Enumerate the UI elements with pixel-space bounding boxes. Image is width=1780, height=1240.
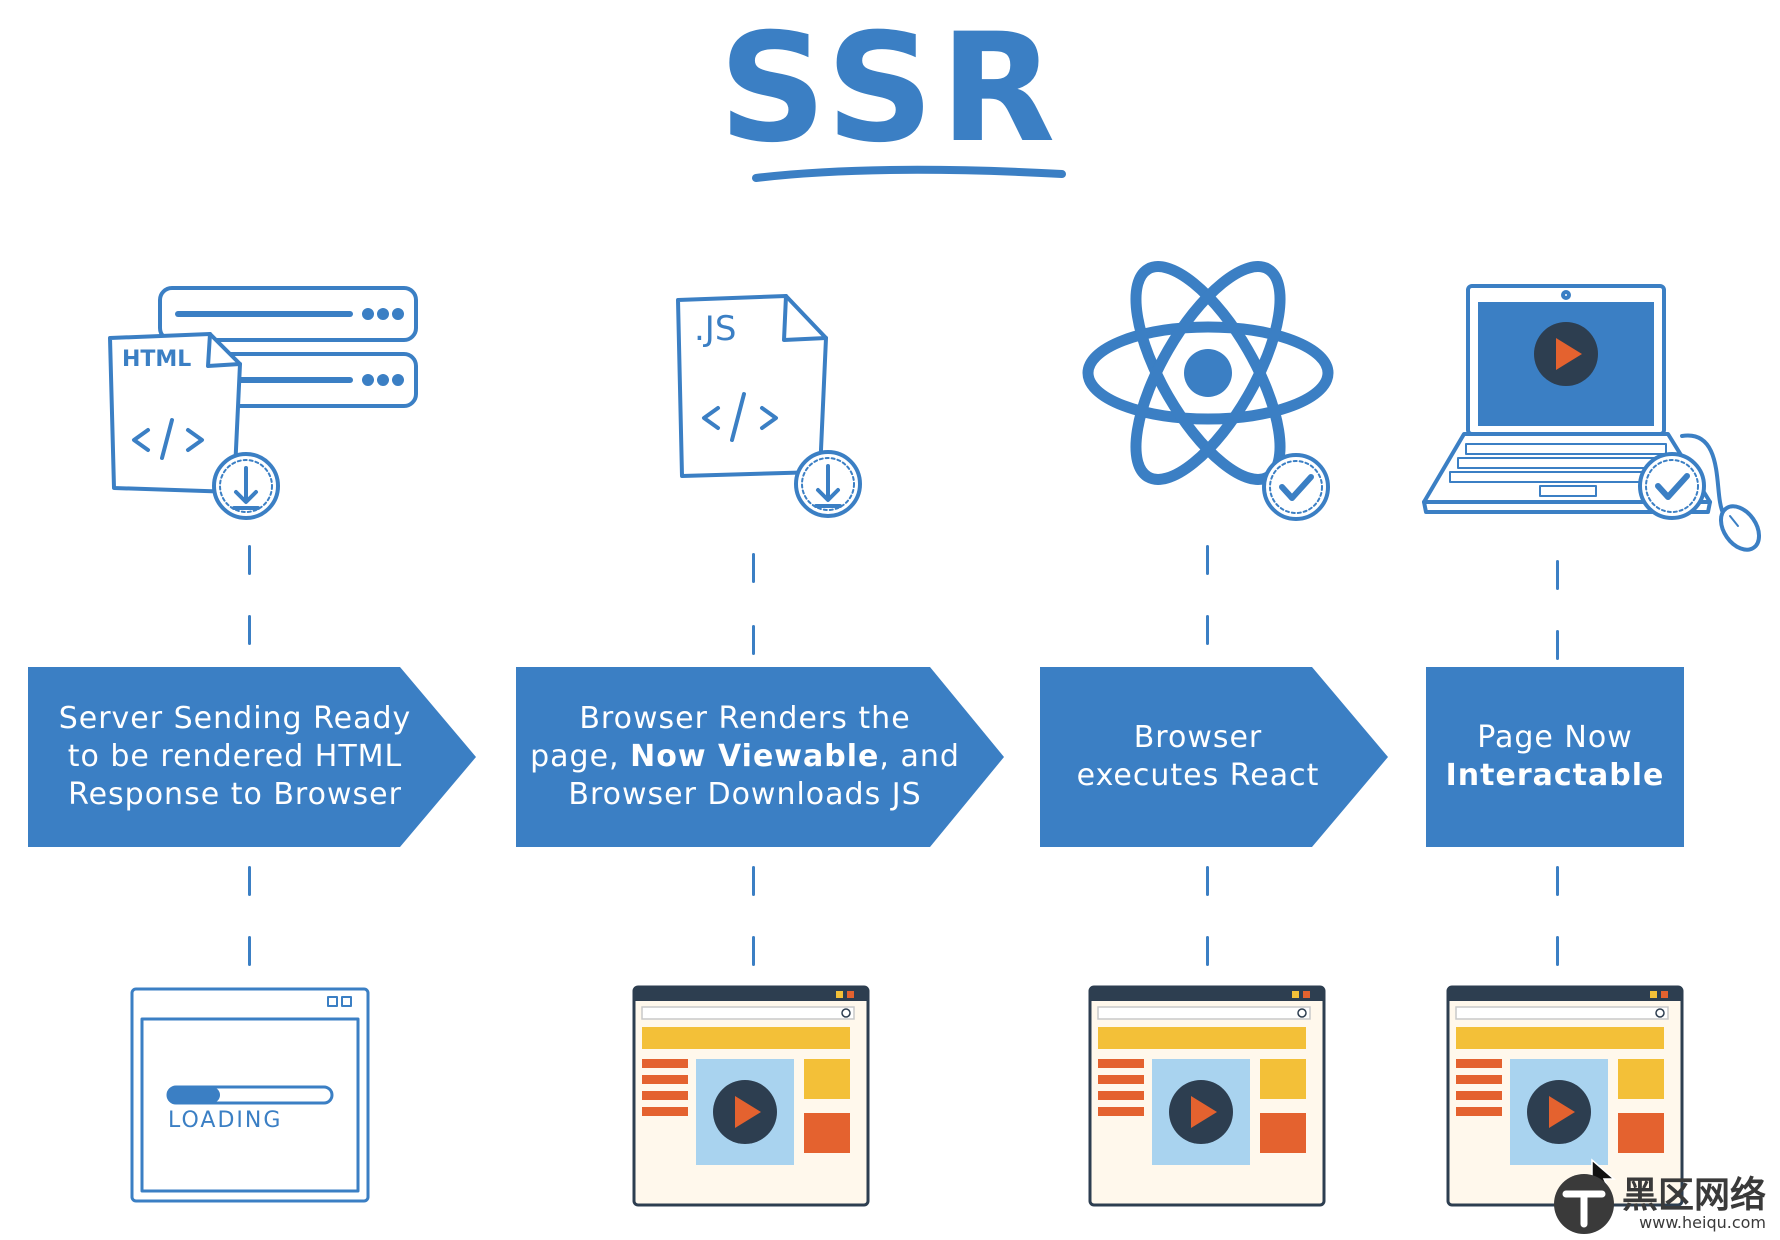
step-1-arrow bbox=[28, 667, 476, 847]
browser-window-icon bbox=[1088, 985, 1326, 1207]
page-title: SSR bbox=[718, 2, 1062, 176]
step-3-line-1: Browser bbox=[1133, 720, 1263, 755]
steps-row bbox=[28, 667, 1684, 847]
html-file-download-icon: HTML bbox=[108, 286, 418, 520]
step-1-line-2: to be rendered HTML bbox=[67, 739, 403, 774]
step-4-text: Page Now Interactable bbox=[1426, 667, 1684, 847]
title-underline bbox=[752, 165, 1066, 182]
loading-window bbox=[130, 987, 370, 1203]
watermark-url: www.heiqu.com bbox=[1639, 1213, 1766, 1232]
react-atom-check-icon bbox=[1082, 261, 1334, 521]
html-file-label: HTML bbox=[122, 347, 191, 372]
loading-progress-fill bbox=[168, 1087, 220, 1103]
dashed-connector bbox=[248, 545, 251, 575]
dashed-connector bbox=[1206, 866, 1209, 896]
dashed-connector bbox=[1556, 936, 1559, 966]
dashed-connector bbox=[752, 553, 755, 583]
watermark-name: 黑区网络 bbox=[1621, 1175, 1766, 1216]
step-3-line-2: executes React bbox=[1076, 758, 1320, 793]
step-3-text: Browser executes React bbox=[1050, 667, 1346, 847]
dashed-connector bbox=[1556, 560, 1559, 590]
js-file-download-icon: .JS bbox=[676, 294, 862, 518]
dashed-connector bbox=[752, 866, 755, 896]
step-2-bold-text: Now Viewable bbox=[630, 739, 880, 774]
browser-window-icon bbox=[1446, 985, 1684, 1207]
dashed-connector bbox=[1206, 545, 1209, 575]
step-4-box bbox=[1426, 667, 1684, 847]
dashed-connector bbox=[1556, 630, 1559, 660]
browser-window-icon bbox=[632, 985, 870, 1207]
dashed-connector bbox=[1206, 936, 1209, 966]
step-2-line-3: Browser Downloads JS bbox=[568, 777, 922, 812]
dashed-connector bbox=[248, 866, 251, 896]
step-4-bold-text: Interactable bbox=[1445, 758, 1665, 793]
watermark: 黑区网络 www.heiqu.com bbox=[1622, 1178, 1766, 1232]
loading-label: LOADING bbox=[168, 1108, 283, 1133]
step-2-arrow bbox=[516, 667, 1004, 847]
js-file-label: .JS bbox=[694, 309, 736, 349]
dashed-connector bbox=[248, 615, 251, 645]
step-3-arrow bbox=[1040, 667, 1388, 847]
dashed-connector bbox=[1206, 615, 1209, 645]
step-1-line-1: Server Sending Ready bbox=[58, 701, 412, 736]
laptop-check-icon bbox=[1422, 284, 1762, 552]
dashed-connector bbox=[1556, 866, 1559, 896]
watermark-logo-icon bbox=[1554, 1174, 1614, 1234]
dashed-connector bbox=[752, 936, 755, 966]
dashed-connector bbox=[248, 936, 251, 966]
dashed-connector bbox=[752, 625, 755, 655]
step-1-line-3: Response to Browser bbox=[68, 777, 402, 812]
step-1-text: Server Sending Ready to be rendered HTML… bbox=[40, 667, 430, 847]
step-2-line-2: page, Now Viewable, and bbox=[530, 739, 960, 774]
step-2-line-1: Browser Renders the bbox=[579, 701, 911, 736]
step-4-line-1: Page Now bbox=[1477, 720, 1633, 755]
step-2-text: Browser Renders the page, Now Viewable, … bbox=[530, 667, 960, 847]
